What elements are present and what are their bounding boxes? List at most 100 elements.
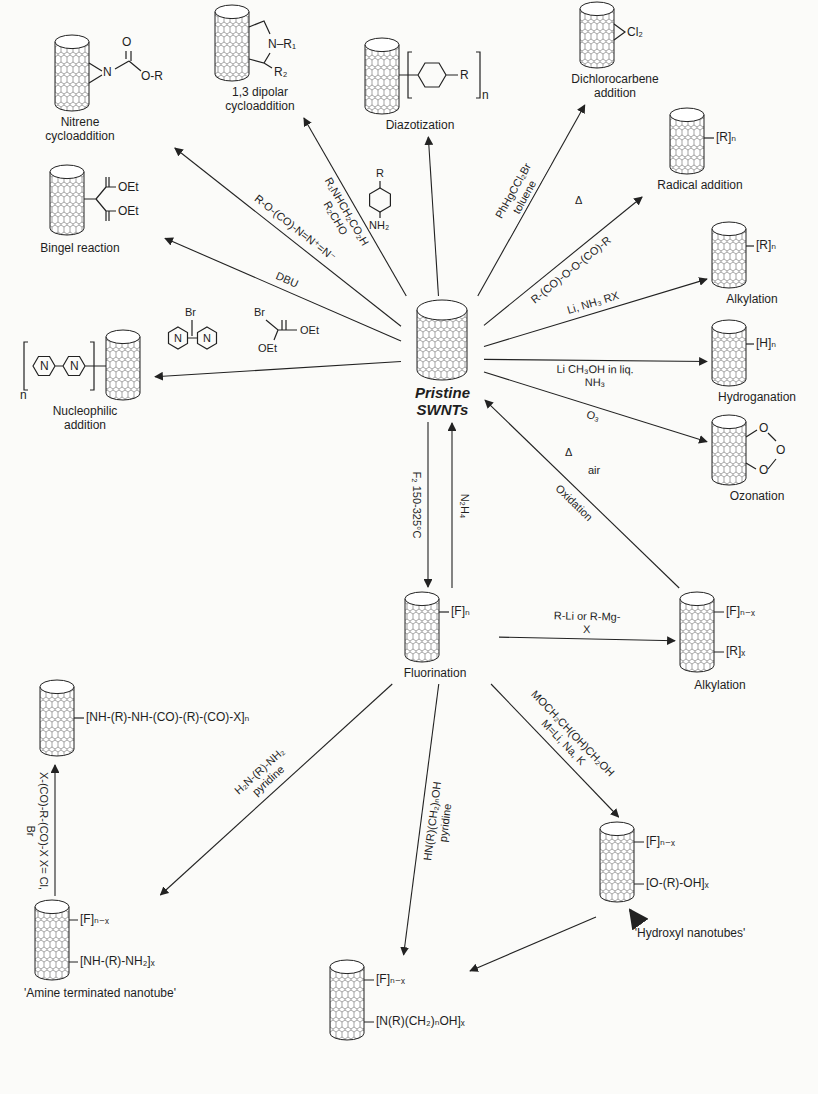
group-formula: [NH-(R)-NH₂]ₓ (80, 954, 155, 968)
bond-lines (24, 342, 106, 390)
reagent-atom: N (203, 332, 211, 345)
product-name: 1,3 dipolar cycloaddition (200, 85, 320, 113)
group-formula: O (776, 443, 785, 457)
reagent-label: Li CH₃OH in liq. NH₃ (553, 363, 637, 390)
group-formula: O (759, 421, 768, 435)
reaction-arrow (155, 362, 401, 377)
nanotube-drawing (395, 592, 495, 664)
nanotube-end (405, 592, 439, 606)
bond-lines (746, 343, 754, 344)
nanotube-product: RnDiazotization (360, 38, 490, 132)
reaction-arrow (427, 422, 428, 587)
reagent-atom: Br (254, 306, 265, 319)
group-formula: N (103, 65, 112, 79)
group-formula: N–R₁ (268, 37, 296, 51)
nanotube-body (670, 115, 704, 174)
reaction-arrow (304, 118, 406, 296)
reagent-label: R-Li or R-Mg-X (550, 609, 625, 637)
reagent-label: Oxidation (551, 480, 596, 524)
group-formula: O-R (141, 69, 163, 83)
group-formula: R (460, 68, 469, 82)
group-formula: [F]ₙ₋ₓ (376, 972, 405, 986)
nanotube-product: [F]ₙ₋ₓ[R]ₓAlkylation (680, 592, 790, 692)
bond-lines (399, 52, 480, 98)
bond-lines (746, 245, 754, 246)
bond-lines (74, 717, 84, 718)
reagent-atom: Δ (565, 446, 572, 459)
reaction-arrow (491, 684, 619, 817)
reagent-label: DBU (272, 269, 302, 292)
reagent-atom: N (174, 332, 182, 345)
bond-lines (84, 177, 116, 221)
bond-lines (714, 612, 724, 652)
group-formula: [F]ₙ₋ₓ (646, 834, 675, 848)
group-formula: [R]ₙ (756, 238, 776, 252)
nanotube-end (580, 2, 614, 16)
nanotube-product: Pristine SWNTs (405, 300, 480, 418)
bond-lines (439, 611, 449, 612)
reagent-label: N₂H₄ (458, 491, 471, 520)
product-name: 'Amine terminated nanotube' (20, 986, 180, 1000)
reagent-label: MOCH₂CH(OH)CH₂OH M=Li, Na, K (509, 677, 627, 799)
nanotube-end (50, 165, 84, 179)
group-formula: [N(R)(CH₂)ₙOH]ₓ (376, 1014, 465, 1028)
reagent-label: PhHgCCl₂Br toluene (487, 151, 551, 237)
group-formula: OEt (118, 180, 139, 194)
group-formula: [H]ₙ (756, 336, 776, 350)
nanotube-product: OEtOEtBingel reaction (40, 165, 160, 255)
bond-lines (89, 51, 141, 83)
group-formula: n (482, 88, 489, 102)
reagent-atom: Br (185, 306, 196, 319)
nanotube-body (55, 42, 89, 111)
product-name: Bingel reaction (40, 241, 120, 255)
group-formula: N (40, 359, 49, 373)
nanotube-product: [NH-(R)-NH-(CO)-(R)-(CO)-X]ₙ (40, 680, 250, 760)
reagent-atom: Δ (575, 194, 582, 207)
nanotube-end (712, 415, 746, 429)
nanotube-drawing (360, 38, 490, 118)
nanotube-product: OOOOzonation (712, 415, 812, 503)
nanotube-end (215, 5, 249, 19)
nanotube-body (712, 422, 746, 485)
nanotube-body (680, 599, 714, 672)
nanotube-end (417, 300, 467, 320)
nanotube-product: [H]ₙHydroganation (712, 320, 802, 404)
reaction-arrow (470, 917, 596, 971)
reaction-arrow (485, 400, 679, 588)
group-formula: [R]ₓ (726, 644, 745, 658)
product-name: Hydroganation (712, 390, 802, 404)
nanotube-end (712, 320, 746, 334)
nanotube-end (106, 330, 140, 344)
group-formula: n (20, 388, 27, 402)
aniline-reagent (370, 181, 391, 218)
group-formula: [F]ₙ₋ₓ (80, 912, 109, 926)
group-formula: OEt (118, 204, 139, 218)
nanotube-body (405, 599, 439, 662)
nanotube-end (330, 960, 364, 974)
product-name: Radical addition (650, 178, 750, 192)
bond-lines (69, 920, 78, 962)
group-formula: O (759, 463, 768, 477)
nanotube-end (712, 222, 746, 236)
nanotube-body (600, 829, 634, 902)
nanotube-product: [F]ₙFluorination (395, 592, 495, 680)
product-name: 'Hydroxyl nanotubes' (620, 926, 760, 940)
nanotube-end (35, 900, 69, 914)
product-name: Fluorination (395, 666, 475, 680)
nanotube-drawing (405, 300, 480, 384)
reaction-arrow (484, 279, 707, 346)
nanotube-body (215, 12, 249, 81)
bond-lines (614, 24, 625, 40)
nanotube-product: Cl₂Dichlorocarbene addition (555, 2, 675, 100)
reagent-atom: R (376, 167, 384, 180)
nanotube-body (106, 337, 140, 400)
product-name: Nucleophilic addition (30, 404, 140, 432)
reagent-atom: NH₂ (369, 219, 389, 232)
nanotube-product: [R]ₙAlkylation (712, 222, 802, 306)
nanotube-drawing (640, 108, 760, 178)
nanotube-drawing (712, 320, 802, 390)
group-formula: Cl₂ (627, 25, 643, 39)
nanotube-product: [F]ₙ₋ₓ [NH-(R)-NH₂]ₓ 'Amine terminated nan… (20, 900, 180, 1000)
reagent-atom: OEt (300, 324, 319, 337)
